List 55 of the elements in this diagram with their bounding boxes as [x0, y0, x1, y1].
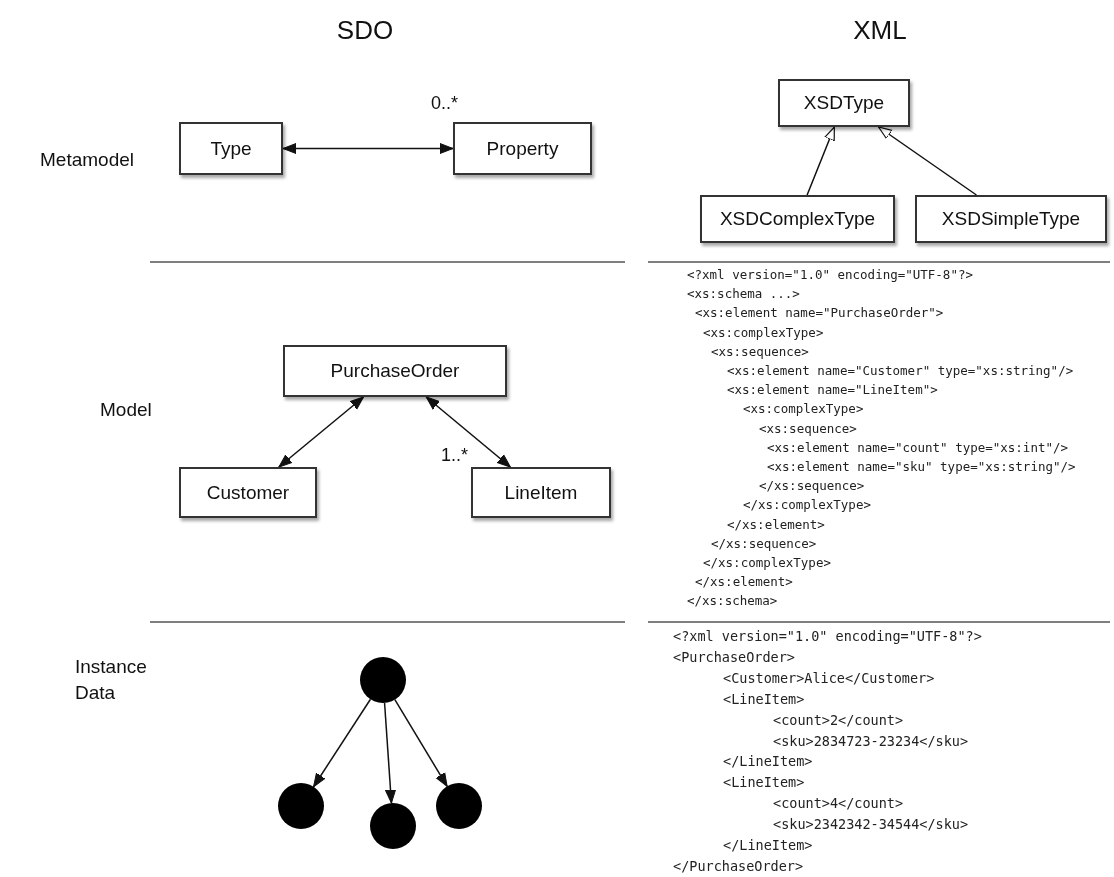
code-line: <xs:schema ...>	[687, 286, 800, 303]
code-line: <xs:complexType>	[743, 401, 864, 418]
code-line: </xs:element>	[695, 574, 793, 591]
code-line: </xs:schema>	[687, 593, 778, 610]
code-line: <xs:element name="count" type="xs:int"/>	[767, 439, 1069, 456]
code-line: </xs:element>	[727, 516, 825, 533]
class-box: XSDComplexType	[700, 195, 895, 243]
class-box: Property	[453, 122, 592, 175]
generalization-arrow	[877, 126, 978, 196]
code-line: </LineItem>	[723, 837, 813, 853]
code-line: </xs:complexType>	[703, 555, 831, 571]
association-arrow	[282, 143, 454, 154]
code-line: <?xml version="1.0" encoding="UTF-8"?>	[673, 628, 982, 644]
code-line: <?xml version="1.0" encoding="UTF-8"?>	[687, 267, 973, 283]
code-line: <xs:element name="Customer" type="xs:string"/>	[727, 363, 1074, 379]
class-box: Customer	[179, 467, 317, 518]
column-heading: SDO	[336, 15, 394, 46]
code-line: <xs:sequence>	[711, 343, 809, 360]
instance-circle	[436, 783, 482, 829]
code-line: <xs:sequence>	[759, 420, 857, 437]
class-box: Type	[179, 122, 283, 175]
class-box: PurchaseOrder	[283, 345, 507, 397]
code-line: </PurchaseOrder>	[673, 857, 804, 874]
association-arrow	[383, 702, 397, 804]
code-line: <Customer>Alice</Customer>	[723, 669, 935, 686]
code-line: </xs:complexType>	[743, 497, 871, 514]
instance-circle	[360, 657, 406, 703]
class-box: XSDSimpleType	[915, 195, 1107, 243]
association-arrow	[312, 698, 372, 788]
class-box: XSDType	[778, 79, 910, 127]
generalization-arrow	[806, 126, 836, 196]
code-line: <xs:element name="PurchaseOrder">	[695, 305, 944, 322]
association-arrow	[278, 396, 365, 468]
instance-circle	[278, 783, 324, 829]
row-heading: Model	[100, 399, 152, 421]
code-line: <PurchaseOrder>	[673, 648, 795, 665]
association-arrow	[425, 396, 512, 468]
code-line: <xs:element name="sku" type="xs:string"/>	[767, 459, 1076, 475]
code-line: <LineItem>	[723, 690, 805, 707]
code-line: <sku>2834723-23234</sku>	[773, 732, 969, 749]
code-line: <sku>2342342-34544</sku>	[773, 816, 969, 833]
code-line: <LineItem>	[723, 774, 805, 791]
code-line: <count>4</count>	[773, 795, 904, 812]
instance-circle	[370, 803, 416, 849]
association-arrow	[394, 698, 448, 788]
class-box: LineItem	[471, 467, 611, 518]
code-line: <xs:element name="LineItem">	[727, 382, 938, 399]
column-heading: XML	[853, 15, 907, 46]
code-line: </xs:sequence>	[711, 535, 817, 552]
code-line: <xs:complexType>	[703, 324, 824, 341]
row-heading: Instance Data	[75, 655, 148, 705]
code-line: </xs:sequence>	[759, 478, 865, 495]
row-heading: Metamodel	[40, 149, 134, 171]
code-line: </LineItem>	[723, 753, 813, 770]
code-line: <count>2</count>	[773, 711, 904, 728]
